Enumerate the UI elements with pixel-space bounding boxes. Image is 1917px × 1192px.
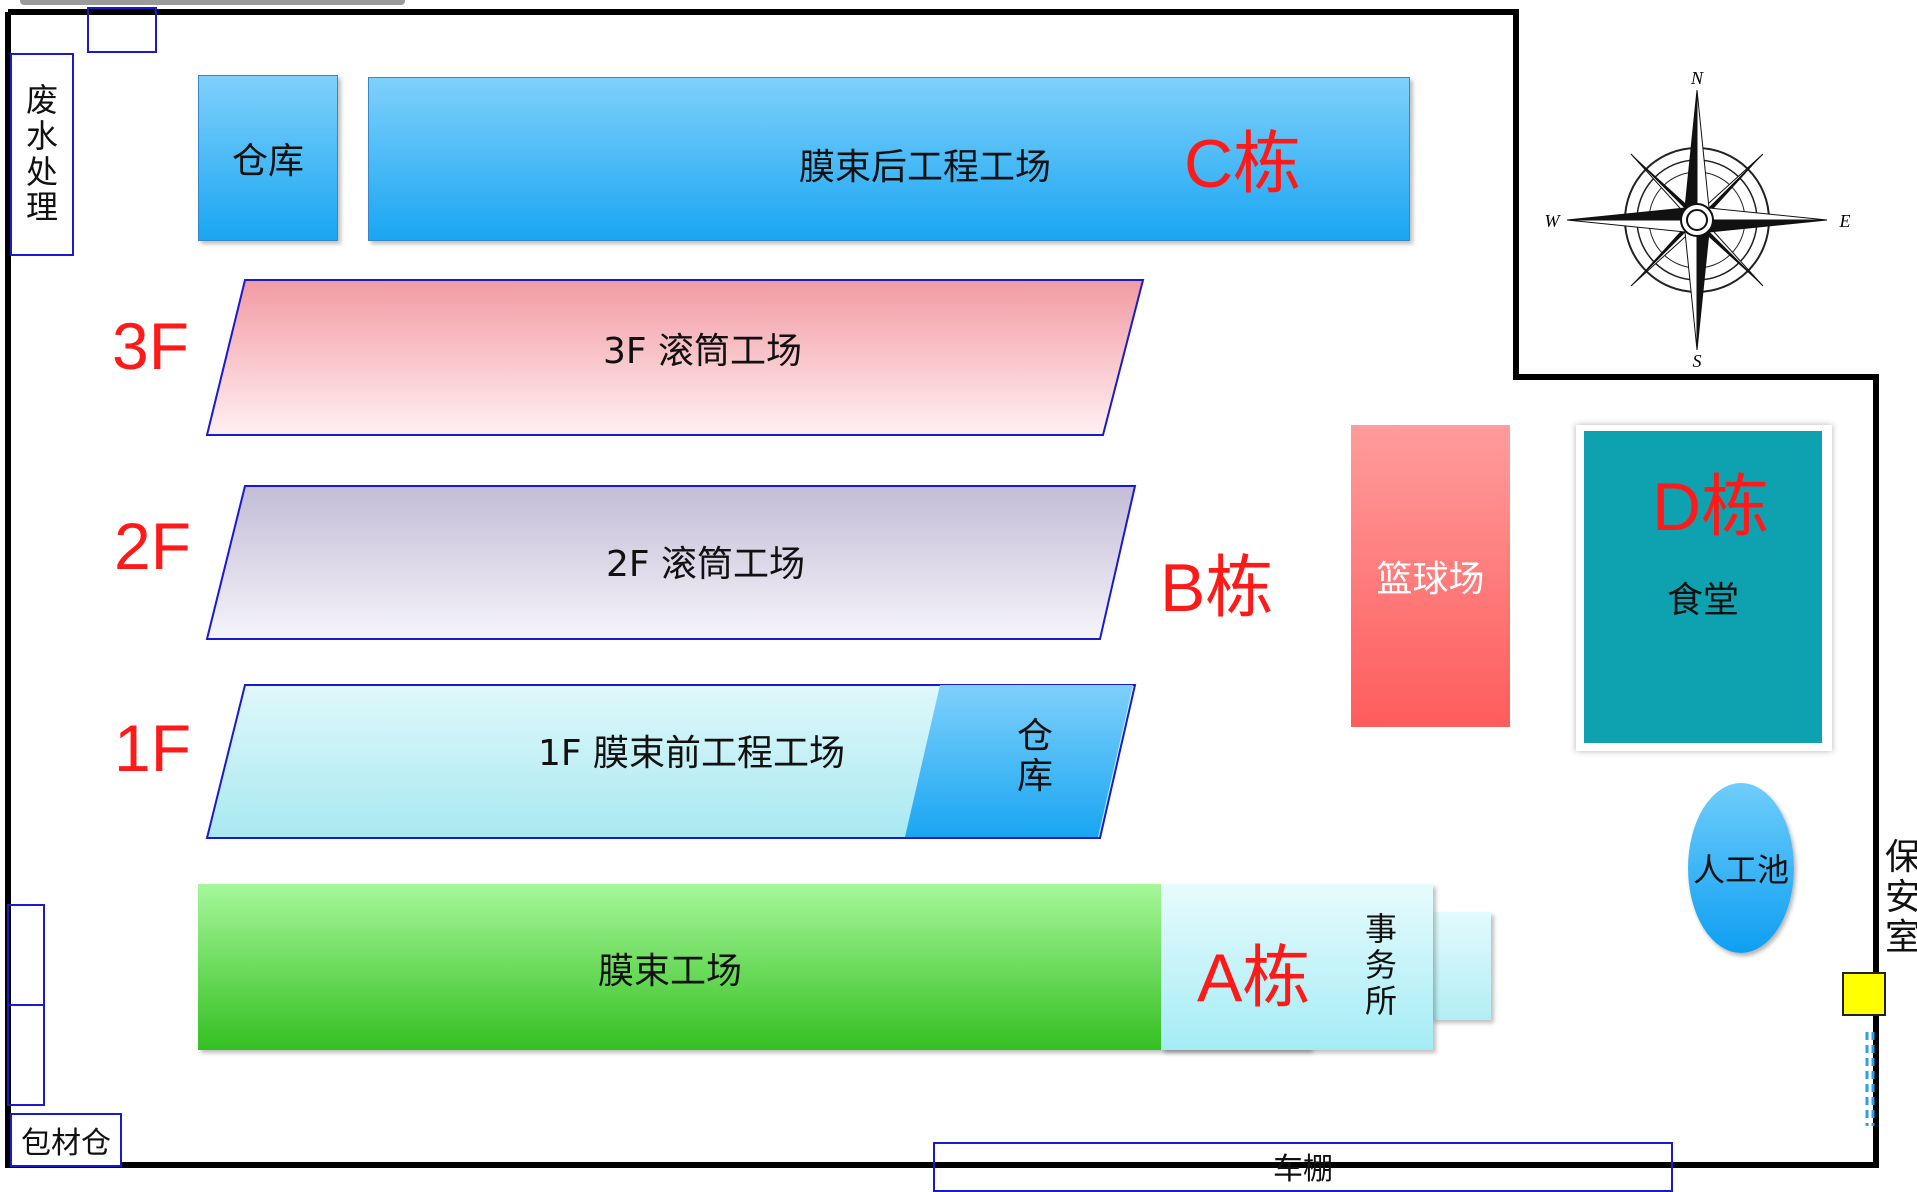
floor-1f-label: 1F [114,711,192,785]
canteen-label: 食堂 [1667,580,1740,621]
d-building-canteen: D栋 食堂 [1584,431,1822,743]
d-building-tag: D栋 [1652,469,1770,545]
artificial-pond: 人工池 [1688,783,1794,953]
office-char: 所 [1364,981,1397,1020]
wastewater-char: 理 [25,188,58,227]
basketball-court-label: 篮球场 [1376,559,1485,600]
a-building-office: A栋 事 务 所 [1161,884,1433,1050]
warehouse-top-label: 仓库 [231,141,304,182]
c-building: 膜束后工程工场 C栋 [368,77,1410,241]
floor-1f-warehouse: 仓 库 [1010,712,1060,802]
top-edge-scrap [20,0,405,5]
office-label: 事 务 所 [1361,904,1401,1028]
compass-s: S [1693,351,1702,370]
warehouse-top: 仓库 [198,75,338,241]
floor-1f-warehouse-char: 库 [1016,756,1053,797]
floor-3f-workshop [205,279,1145,436]
floor-2f-workshop-label: 2F 滚筒工场 [606,544,806,585]
carport: 车棚 [933,1142,1673,1192]
wastewater-char: 废 [25,80,58,119]
guard-room-char: 安 [1884,876,1917,918]
floor-3f-workshop-label: 3F 滚筒工场 [603,331,803,372]
guard-room-char: 室 [1884,917,1917,959]
a-building-tag: A栋 [1197,940,1311,1016]
packaging-warehouse: 包材仓 [10,1113,122,1167]
compass-rose-icon: N S E W [1545,70,1851,370]
a-building-office-annex [1431,912,1491,1020]
artificial-pond-label: 人工池 [1692,851,1789,889]
a-building: 膜束工场 [198,884,1310,1050]
b-building-tag: B栋 [1160,550,1274,626]
c-building-label: 膜束后工程工场 [799,147,1052,188]
office-char: 务 [1364,946,1397,985]
carport-label: 车棚 [1273,1152,1333,1187]
a-building-label: 膜束工场 [598,951,743,992]
guard-booth [1842,972,1886,1016]
wastewater-treatment: 废 水 处 理 [10,53,74,256]
c-building-tag: C栋 [1184,126,1302,202]
floor-1f-workshop [205,684,1137,839]
office-char: 事 [1364,910,1397,949]
floor-3f-label: 3F [112,309,190,383]
d-building: D栋 食堂 [1576,425,1832,751]
wastewater-char: 水 [25,116,58,155]
packaging-warehouse-label: 包材仓 [21,1126,111,1161]
floor-2f-workshop [205,485,1137,640]
floor-1f-warehouse-char: 仓 [1016,715,1053,757]
floor-1f-workshop-label: 1F 膜束前工程工场 [538,733,846,774]
floor-2f-label: 2F [114,509,192,583]
compass-w: W [1545,211,1562,231]
compass-e: E [1839,211,1851,231]
compass-n: N [1690,70,1704,88]
guard-room: 保 安 室 [1880,830,1917,966]
wastewater-char: 处 [25,152,58,191]
guard-room-char: 保 [1884,836,1917,878]
basketball-court: 篮球场 [1351,425,1510,727]
